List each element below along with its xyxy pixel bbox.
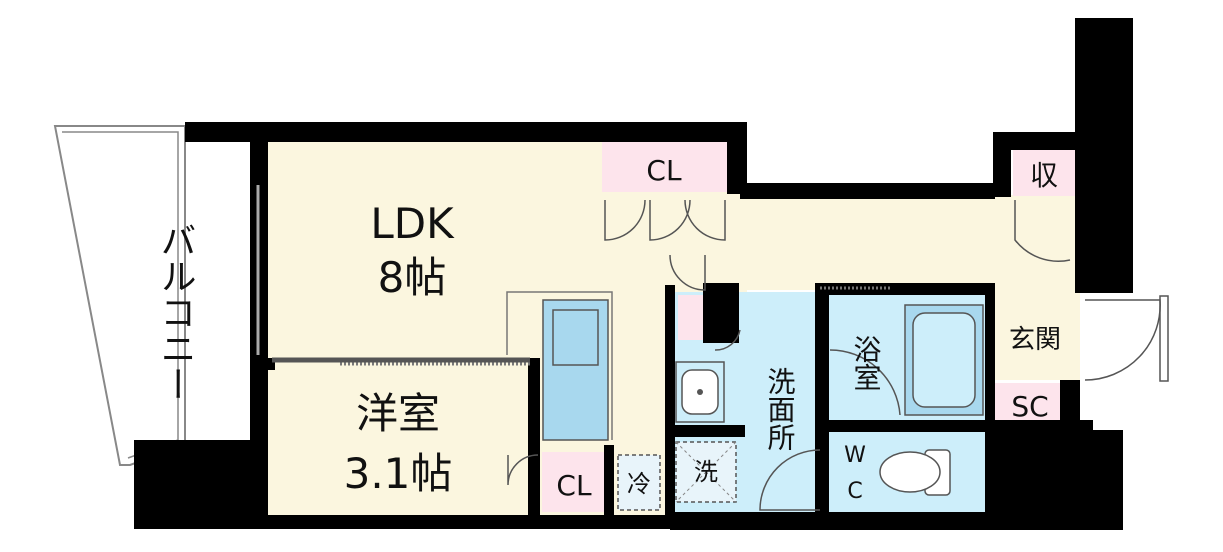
washer-label: 洗 (694, 458, 718, 486)
door-swings (507, 199, 1161, 511)
washbasin (675, 361, 725, 423)
closet-ldk (602, 142, 727, 192)
storage-closet (1013, 150, 1075, 196)
closet-western-label: CL (556, 469, 592, 502)
entrance-label: 玄関 (1009, 325, 1061, 355)
bathtub (904, 304, 984, 416)
storage-label: 収 (1030, 159, 1058, 192)
western-floor (272, 365, 542, 515)
wc-c-label: C (847, 479, 862, 504)
hall-floor (740, 195, 1080, 290)
western-name: 洋室 (356, 389, 440, 438)
washroom-label: 洗面所 (764, 367, 797, 451)
western-size: 3.1帖 (344, 449, 453, 498)
fridge-space (617, 454, 661, 511)
closet-western (542, 452, 605, 512)
walls (134, 18, 1133, 530)
sc-label: SC (1011, 390, 1048, 423)
toilet (879, 449, 951, 496)
entrance-door-frame (1159, 295, 1169, 382)
closet-ldk-label: CL (646, 154, 682, 187)
wc-w-label: W (844, 443, 866, 468)
fridge-label: 冷 (627, 470, 651, 498)
balcony-label: バルコニー (155, 222, 196, 402)
ldk-name: LDK (370, 199, 455, 248)
sc-closet (993, 383, 1073, 423)
kitchen (506, 291, 613, 441)
ldk-size: 8帖 (378, 253, 447, 302)
windows (256, 185, 890, 366)
entrance-floor (990, 290, 1080, 380)
bath-label: 浴室 (850, 335, 883, 391)
washer-space (675, 441, 737, 503)
